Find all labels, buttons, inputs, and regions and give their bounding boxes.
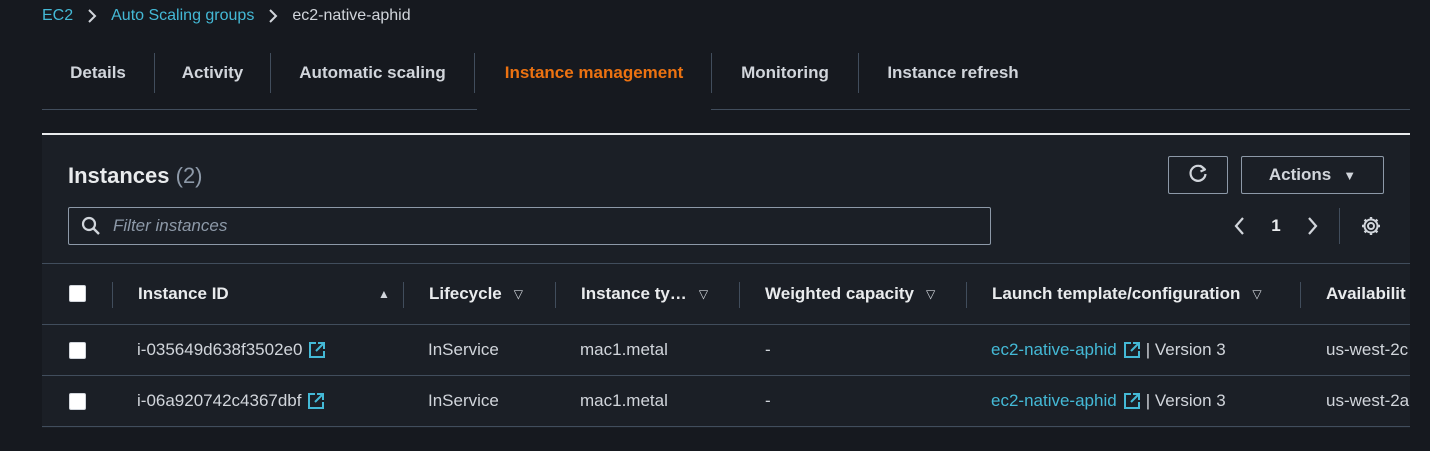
instance-id-link[interactable]: i-035649d638f3502e0	[137, 325, 326, 375]
external-link-icon	[308, 341, 326, 359]
launch-template-cell: ec2-native-aphid | Version 3	[991, 325, 1226, 375]
availability-cell: us-west-2c	[1326, 340, 1409, 359]
tab-divider	[858, 53, 859, 93]
lifecycle-cell: InService	[428, 340, 499, 359]
launch-template-cell: ec2-native-aphid | Version 3	[991, 376, 1226, 426]
row-checkbox[interactable]	[69, 342, 86, 359]
breadcrumb-ec2-link[interactable]: EC2	[42, 7, 74, 24]
launch-template-link[interactable]: ec2-native-aphid	[991, 340, 1117, 359]
refresh-icon	[1187, 162, 1209, 189]
column-divider	[403, 282, 404, 308]
next-page-icon[interactable]	[1296, 216, 1330, 236]
chevron-right-icon	[87, 8, 97, 24]
panel-title: Instances (2)	[68, 163, 203, 189]
column-header-instance-type[interactable]: Instance ty… ▽	[581, 284, 709, 303]
instance-type-cell: mac1.metal	[580, 340, 668, 359]
refresh-button[interactable]	[1168, 156, 1228, 194]
pagination-divider	[1339, 208, 1340, 244]
actions-label: Actions	[1268, 165, 1332, 184]
sort-icon: ▽	[1252, 287, 1262, 301]
filter-instances-input[interactable]	[113, 216, 990, 236]
weighted-capacity-cell: -	[765, 391, 771, 410]
search-icon	[69, 216, 113, 236]
caret-down-icon: ▼	[1343, 167, 1357, 183]
external-link-icon	[307, 392, 325, 410]
tab-bar: Details Activity Automatic scaling Insta…	[42, 37, 1410, 110]
breadcrumb-asg-link[interactable]: Auto Scaling groups	[111, 7, 255, 24]
sort-icon: ▽	[925, 287, 936, 301]
sort-icon: ▽	[698, 287, 709, 301]
sort-icon: ▽	[513, 287, 523, 301]
tab-automatic-scaling[interactable]: Automatic scaling	[299, 63, 446, 82]
tab-divider	[154, 53, 155, 93]
row-checkbox[interactable]	[69, 393, 86, 410]
external-link-icon	[1123, 392, 1141, 410]
column-divider	[555, 282, 556, 308]
instances-table: Instance ID ▲ Lifecycle ▽ Instance ty… ▽…	[42, 263, 1410, 427]
instances-heading: Instances	[68, 163, 170, 188]
table-row[interactable]: i-035649d638f3502e0 InService mac1.metal…	[42, 325, 1410, 376]
tab-instance-management[interactable]: Instance management	[477, 37, 711, 110]
column-divider	[112, 282, 113, 308]
instance-type-cell: mac1.metal	[580, 391, 668, 410]
instances-count: (2)	[175, 163, 203, 188]
column-header-instance-id[interactable]: Instance ID ▲	[138, 284, 388, 303]
tab-details[interactable]: Details	[70, 63, 126, 82]
column-divider	[966, 282, 967, 308]
pagination: 1	[1222, 211, 1330, 241]
column-divider	[739, 282, 740, 308]
tab-divider	[474, 53, 475, 93]
availability-cell: us-west-2a	[1326, 391, 1410, 410]
select-all-checkbox[interactable]	[69, 285, 86, 302]
settings-gear-icon[interactable]	[1358, 213, 1384, 239]
tab-monitoring[interactable]: Monitoring	[741, 63, 829, 82]
column-header-availability[interactable]: Availabilit	[1326, 284, 1406, 303]
instances-panel: Instances (2) Actions ▼ 1	[42, 133, 1410, 428]
current-page[interactable]: 1	[1271, 216, 1281, 235]
column-header-lifecycle[interactable]: Lifecycle ▽	[429, 284, 523, 303]
breadcrumb: EC2 Auto Scaling groups ec2-native-aphid	[42, 5, 411, 27]
launch-template-link[interactable]: ec2-native-aphid	[991, 391, 1117, 410]
weighted-capacity-cell: -	[765, 340, 771, 359]
tab-divider	[270, 53, 271, 93]
launch-template-version: | Version 3	[1145, 340, 1226, 359]
column-header-weighted-capacity[interactable]: Weighted capacity ▽	[765, 284, 936, 303]
launch-template-version: | Version 3	[1145, 391, 1226, 410]
filter-instances-field[interactable]	[68, 207, 991, 245]
actions-button[interactable]: Actions ▼	[1241, 156, 1384, 194]
lifecycle-cell: InService	[428, 391, 499, 410]
table-row[interactable]: i-06a920742c4367dbf InService mac1.metal…	[42, 376, 1410, 427]
breadcrumb-current: ec2-native-aphid	[292, 7, 411, 24]
column-header-launch-template[interactable]: Launch template/configuration ▽	[992, 284, 1262, 303]
tab-activity[interactable]: Activity	[181, 63, 244, 82]
chevron-right-icon	[268, 8, 278, 24]
column-divider	[1300, 282, 1301, 308]
tab-divider	[711, 53, 712, 93]
instance-id-link[interactable]: i-06a920742c4367dbf	[137, 376, 325, 426]
sort-ascending-icon: ▲	[378, 287, 388, 301]
external-link-icon	[1123, 341, 1141, 359]
tab-instance-refresh[interactable]: Instance refresh	[887, 63, 1019, 82]
previous-page-icon[interactable]	[1222, 216, 1256, 236]
table-header: Instance ID ▲ Lifecycle ▽ Instance ty… ▽…	[42, 263, 1410, 325]
